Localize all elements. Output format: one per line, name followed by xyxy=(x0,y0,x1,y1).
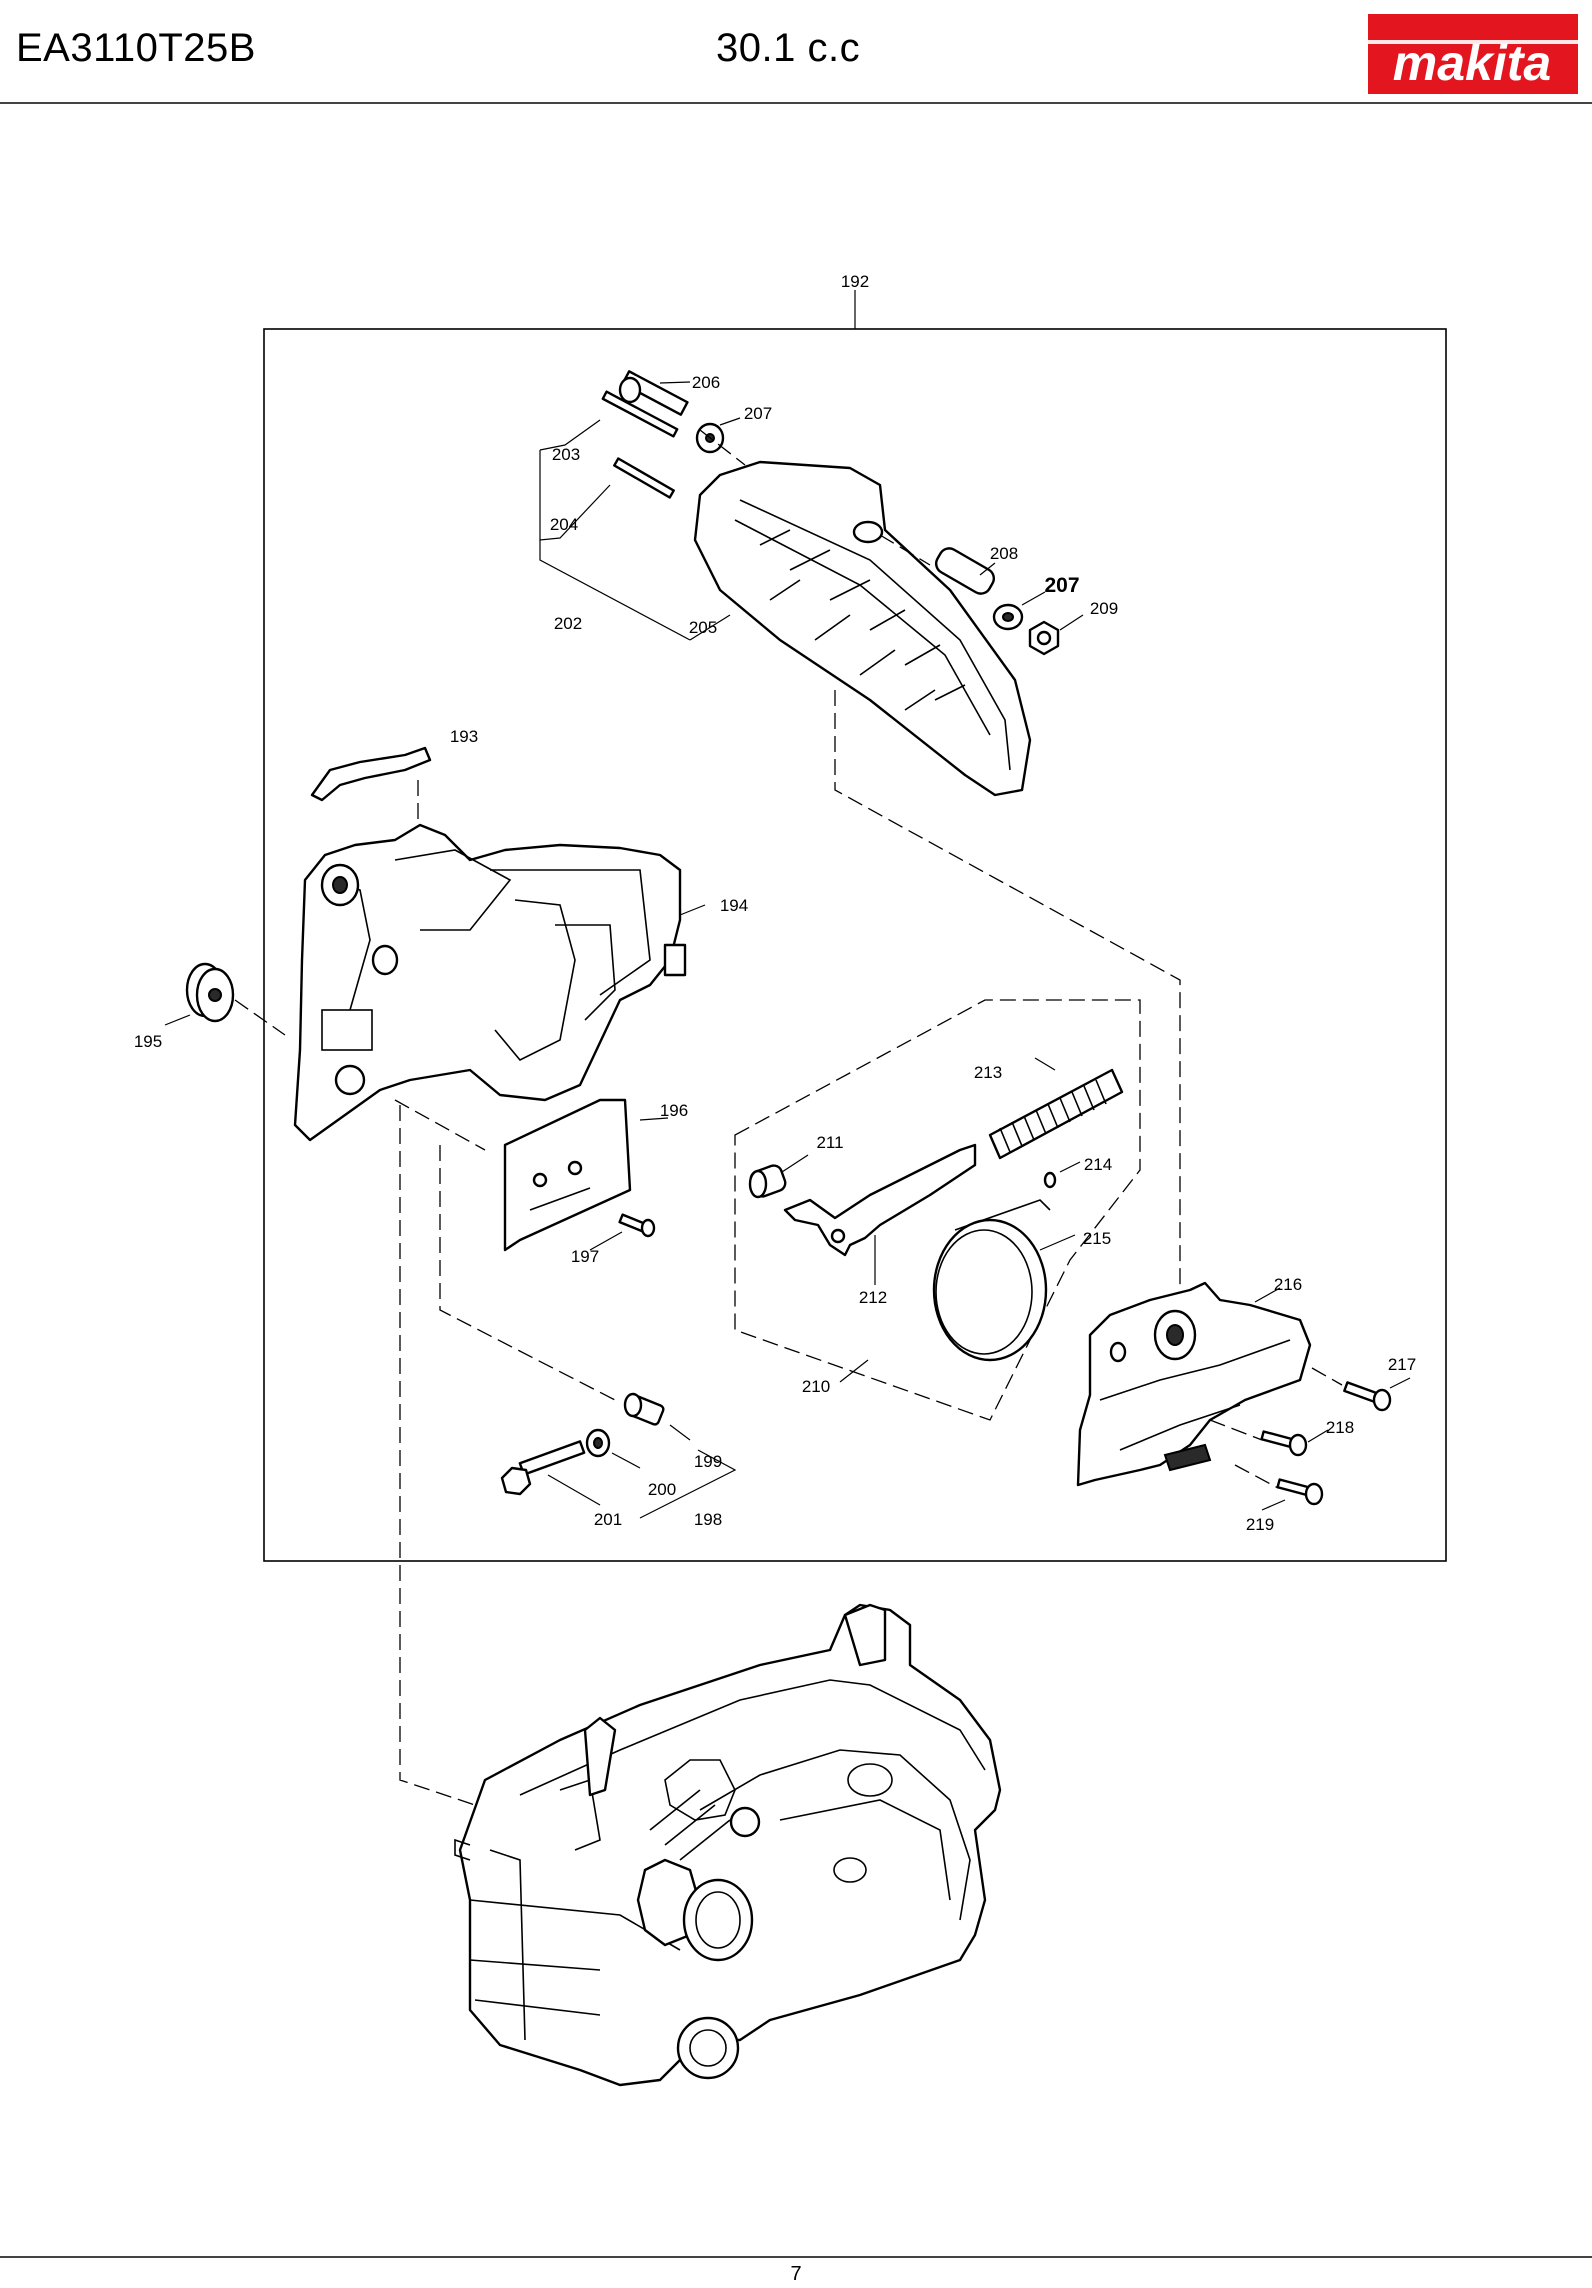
engine-housing xyxy=(454,1603,1002,2087)
bolt-206 xyxy=(618,370,689,416)
screw-219 xyxy=(1276,1478,1324,1506)
label-204: 204 xyxy=(550,515,578,534)
label-192: 192 xyxy=(841,272,869,291)
label-203: 203 xyxy=(552,445,580,464)
label-211: 211 xyxy=(816,1133,843,1152)
label-218: 218 xyxy=(1326,1418,1354,1437)
label-212: 212 xyxy=(859,1288,887,1307)
pin-204 xyxy=(613,457,675,499)
label-195: 195 xyxy=(134,1032,162,1051)
grommet-195 xyxy=(185,962,235,1023)
engine-displacement: 30.1 c.c xyxy=(716,26,861,70)
footer-rule xyxy=(0,2256,1592,2258)
label-213: 213 xyxy=(974,1063,1002,1082)
label-200: 200 xyxy=(648,1480,676,1499)
label-197: 197 xyxy=(571,1247,599,1266)
label-219: 219 xyxy=(1246,1515,1274,1534)
label-202: 202 xyxy=(554,614,582,633)
chain-cover-205 xyxy=(693,460,1032,797)
page-number: 7 xyxy=(790,2263,802,2285)
label-194: 194 xyxy=(720,896,748,915)
pin-203 xyxy=(601,390,679,438)
label-210: 210 xyxy=(802,1377,830,1396)
label-198: 198 xyxy=(694,1510,722,1529)
screw-197 xyxy=(618,1213,656,1238)
label-196: 196 xyxy=(660,1101,688,1120)
label-199: 199 xyxy=(694,1452,722,1471)
label-215: 215 xyxy=(1083,1229,1111,1248)
screw-217 xyxy=(1343,1381,1392,1412)
label-207-bottom: 207 xyxy=(1044,574,1079,597)
lever-212 xyxy=(783,1143,977,1257)
model-number: EA3110T25B xyxy=(16,26,256,70)
sleeve-208 xyxy=(934,547,996,595)
brake-cover-216 xyxy=(1076,1281,1312,1487)
nut-209 xyxy=(1028,620,1060,656)
label-201: 201 xyxy=(594,1510,622,1529)
spring-213 xyxy=(988,1068,1124,1160)
pin-214 xyxy=(1043,1171,1057,1189)
collar-199 xyxy=(623,1392,665,1426)
label-208: 208 xyxy=(990,544,1018,563)
label-206: 206 xyxy=(692,373,720,392)
case-194 xyxy=(293,823,687,1142)
label-216: 216 xyxy=(1274,1275,1302,1294)
spring-plate-193 xyxy=(310,746,432,802)
collar-211 xyxy=(748,1164,787,1199)
label-214: 214 xyxy=(1084,1155,1112,1174)
label-205: 205 xyxy=(689,618,717,637)
washer-200 xyxy=(585,1428,611,1458)
washer-207-bottom xyxy=(992,603,1024,631)
header-rule xyxy=(0,102,1592,104)
brake-band-215 xyxy=(932,1199,1051,1362)
page-header: EA3110T25B 30.1 c.c makita xyxy=(0,0,1592,105)
label-217: 217 xyxy=(1388,1355,1416,1374)
makita-logo: makita xyxy=(1368,14,1578,94)
label-207-top: 207 xyxy=(744,404,772,423)
label-209: 209 xyxy=(1090,599,1118,618)
subassembly-outline-210 xyxy=(734,999,1141,1421)
label-193: 193 xyxy=(450,727,478,746)
bolt-201 xyxy=(500,1440,586,1496)
logo-background xyxy=(1368,14,1578,94)
guide-plate-196 xyxy=(503,1098,632,1252)
screw-218 xyxy=(1260,1430,1308,1457)
logo-wordmark: makita xyxy=(1393,35,1551,91)
